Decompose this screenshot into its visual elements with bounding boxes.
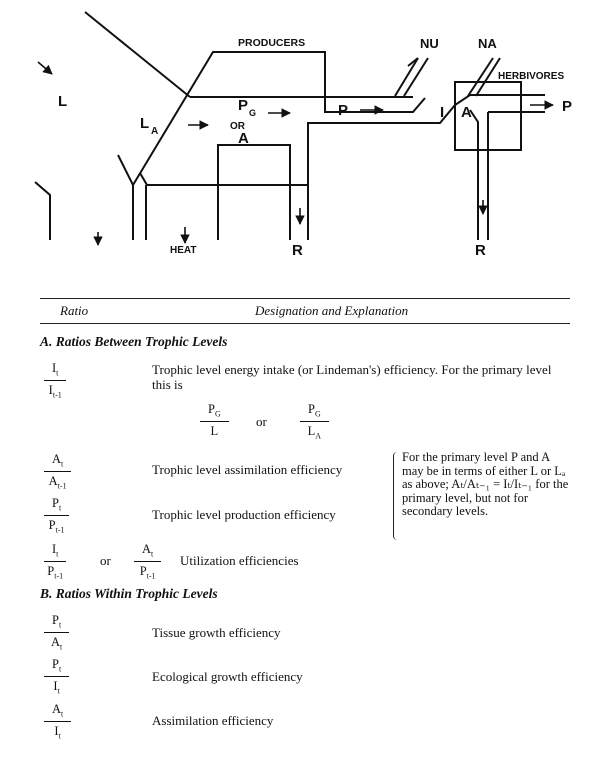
ratio-assimilation-within: At It bbox=[44, 703, 72, 740]
or-text: or bbox=[256, 414, 267, 429]
ratio-tissue-growth: Pt At bbox=[44, 614, 70, 651]
ecological-growth-text: Ecological growth efficiency bbox=[152, 669, 303, 684]
production-efficiency-text: Trophic level production efficiency bbox=[152, 507, 336, 522]
i-label: I bbox=[440, 104, 444, 121]
ratio-ecological-growth: Pt It bbox=[44, 658, 70, 695]
diagram-lines bbox=[34, 11, 545, 240]
l-label: L bbox=[58, 93, 67, 110]
arrow-light bbox=[37, 61, 53, 75]
ratio-pg-over-l: PG L bbox=[200, 403, 229, 437]
heat-label: HEAT bbox=[170, 245, 196, 256]
r-label: R bbox=[292, 242, 303, 259]
brace-note: For the primary level P and A may be in … bbox=[402, 450, 569, 518]
brace bbox=[393, 452, 398, 540]
table-header-rule bbox=[40, 323, 570, 324]
ratio-intake: It It-1 bbox=[44, 362, 67, 399]
utilization-or-text: or bbox=[100, 553, 111, 568]
pg-label: P bbox=[238, 97, 248, 114]
column-header-ratio: Ratio bbox=[60, 303, 89, 318]
a2-label: A bbox=[461, 104, 472, 121]
section-a-heading: A. Ratios Between Trophic Levels bbox=[40, 334, 228, 349]
nu-label: NU bbox=[420, 36, 439, 51]
producers-label: PRODUCERS bbox=[238, 37, 305, 49]
column-header-designation: Designation and Explanation bbox=[255, 303, 409, 318]
a-label: A bbox=[238, 130, 249, 147]
utilization-efficiency-text: Utilization efficiencies bbox=[180, 553, 299, 568]
energy-flow-diagram: PRODUCERS NU NA HERBIVORES L L A P G OR … bbox=[34, 11, 572, 259]
assimilation-efficiency-text: Trophic level assimilation efficiency bbox=[152, 462, 343, 477]
pg-sub-label: G bbox=[249, 108, 256, 118]
ratio-production-between: Pt Pt-1 bbox=[44, 497, 70, 534]
r2-label: R bbox=[475, 242, 486, 259]
la-sub-label: A bbox=[151, 126, 158, 137]
ratio-utilization-i: It Pt-1 bbox=[44, 543, 67, 580]
tissue-growth-text: Tissue growth efficiency bbox=[152, 625, 281, 640]
la-label: L bbox=[140, 115, 149, 132]
na-label: NA bbox=[478, 36, 497, 51]
section-b-heading: B. Ratios Within Trophic Levels bbox=[40, 586, 218, 601]
or-label: OR bbox=[230, 121, 246, 132]
intake-efficiency-text: Trophic level energy intake (or Lindeman… bbox=[152, 362, 552, 392]
p2-label: P bbox=[562, 98, 572, 115]
p-label: P bbox=[338, 102, 348, 119]
assimilation-efficiency-within-text: Assimilation efficiency bbox=[152, 713, 274, 728]
ratio-pg-over-la: PG LA bbox=[300, 403, 329, 440]
herbivores-label: HERBIVORES bbox=[498, 71, 564, 82]
ratio-assimilation-between: At At-1 bbox=[44, 453, 72, 490]
ratio-utilization-a: At Pt-1 bbox=[134, 543, 162, 580]
table-top-rule bbox=[40, 298, 570, 299]
